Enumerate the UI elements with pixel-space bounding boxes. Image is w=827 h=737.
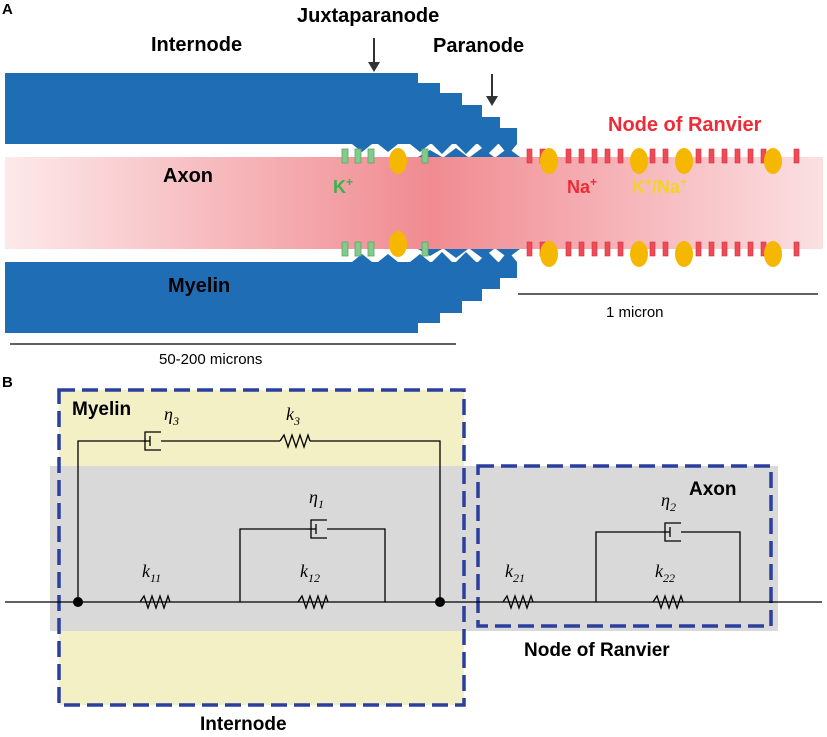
panel-b: B <box>2 374 822 735</box>
axon-label: Axon <box>163 165 213 187</box>
eta1-label: η1 <box>309 487 324 511</box>
k22-label: k22 <box>655 561 675 585</box>
internode-region-label: Internode <box>200 714 287 735</box>
paranode-label: Paranode <box>433 35 524 57</box>
na-channel <box>662 148 669 164</box>
k-ion-label: K+ <box>333 175 353 197</box>
na-channel <box>721 241 728 257</box>
na-channel <box>793 148 800 164</box>
spring-k3 <box>279 432 311 450</box>
axon-band <box>5 157 823 249</box>
na-channel <box>747 148 754 164</box>
paranode-arrow <box>486 74 498 106</box>
na-channel <box>591 148 598 164</box>
node-of-ranvier-title: Node of Ranvier <box>608 114 762 136</box>
node-dot-left <box>73 597 83 607</box>
na-channel <box>578 148 585 164</box>
na-ion-label: Na+ <box>567 175 597 197</box>
na-channel <box>591 241 598 257</box>
k11-label: k11 <box>142 561 161 585</box>
na-channel <box>708 148 715 164</box>
eta2-label: η2 <box>661 490 676 514</box>
paranodal-junctions-bottom <box>352 249 520 262</box>
k-channels <box>341 148 429 257</box>
spring-k12 <box>297 593 329 611</box>
kna-pumps <box>389 148 782 267</box>
node-dashed-box <box>476 464 773 628</box>
damper-eta3 <box>141 431 161 451</box>
eta3-label: η3 <box>164 404 179 428</box>
panel-a: A <box>2 1 823 368</box>
node-dot-right <box>435 597 445 607</box>
na-channel <box>695 148 702 164</box>
na-channel <box>708 241 715 257</box>
myelin-region-label: Myelin <box>72 399 131 420</box>
parallel-branch-2 <box>595 522 741 602</box>
na-channel <box>578 241 585 257</box>
myelin-upper <box>5 73 517 144</box>
one-micron-label: 1 micron <box>606 304 664 321</box>
spring-k11 <box>139 593 171 611</box>
na-channel <box>662 241 669 257</box>
spring-k21 <box>502 593 534 611</box>
internode-dashed-box <box>57 388 466 707</box>
panel-b-letter: B <box>2 374 13 391</box>
na-channel <box>617 241 624 257</box>
myelin-branch-wire <box>77 440 441 602</box>
na-channel <box>695 241 702 257</box>
na-channel <box>565 148 572 164</box>
na-channel <box>793 241 800 257</box>
k21-label: k21 <box>505 561 525 585</box>
na-channel <box>565 241 572 257</box>
na-channel <box>747 241 754 257</box>
na-channel <box>526 241 533 257</box>
spring-k22 <box>652 593 684 611</box>
axon-region-label: Axon <box>689 479 737 500</box>
axon-region <box>50 466 778 631</box>
na-channel <box>734 241 741 257</box>
k12-label: k12 <box>300 561 320 585</box>
kna-ion-label: K+/Na+ <box>632 175 687 197</box>
internode-length-label: 50-200 microns <box>159 351 262 368</box>
na-channel <box>617 148 624 164</box>
k3-label: k3 <box>286 404 300 428</box>
parallel-branch-1 <box>239 519 386 602</box>
node-of-ranvier-label: Node of Ranvier <box>524 640 670 661</box>
myelin-lower <box>5 262 517 333</box>
na-channel <box>649 148 656 164</box>
juxtaparanode-label: Juxtaparanode <box>297 5 439 27</box>
na-channel <box>721 148 728 164</box>
myelin-label: Myelin <box>168 275 230 297</box>
na-channel <box>649 241 656 257</box>
juxtaparanode-arrow <box>368 38 380 72</box>
na-channel <box>604 241 611 257</box>
na-channel <box>526 148 533 164</box>
internode-label: Internode <box>151 34 242 56</box>
paranodal-junctions-top <box>352 144 520 157</box>
panel-a-letter: A <box>2 1 13 18</box>
na-channel <box>734 148 741 164</box>
na-channel <box>604 148 611 164</box>
